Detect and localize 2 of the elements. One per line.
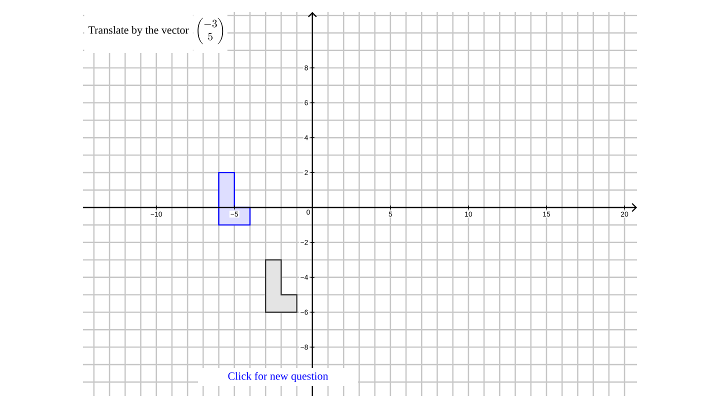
vector: $\begin{pmatrix}-3\\5\end{pmatrix}$ [193, 9, 228, 53]
new-question-button: Click for new question [198, 368, 358, 386]
